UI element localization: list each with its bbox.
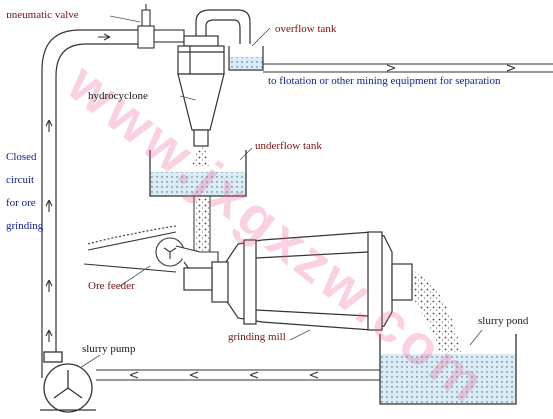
caption-line-2: circuit — [6, 174, 35, 186]
underflow-discharge — [193, 196, 211, 256]
flotation-label: to flotation or other mining equipment f… — [268, 75, 501, 87]
overflow-tank-label: overflow tank — [275, 23, 337, 35]
label-leaders — [79, 15, 483, 369]
pneumatic-valve-label: ɒneumatic valve — [6, 9, 79, 21]
hydrocyclone — [177, 35, 225, 147]
return-pipe — [41, 29, 138, 378]
overflow-tank — [228, 46, 264, 71]
caption-line-4: grinding — [6, 220, 44, 232]
grinding-mill-label: grinding mill — [228, 331, 286, 343]
mill-discharge-spray — [410, 270, 462, 352]
slurry-pump — [40, 351, 96, 413]
pond-return-pipe — [96, 369, 380, 381]
overflow-pipe — [195, 9, 251, 44]
hydrocyclone-label: hydrocyclone — [88, 90, 148, 102]
grinding-mill — [183, 231, 413, 331]
caption-line-3: for ore — [6, 197, 36, 209]
return-flow-arrows — [45, 33, 111, 342]
underflow-spray — [192, 146, 210, 166]
ore-feeder-label: Ore feeder — [88, 280, 135, 292]
closed-circuit-caption: Closed circuit for ore grinding — [6, 146, 43, 238]
flotation-outlet — [263, 63, 553, 73]
underflow-tank — [149, 150, 247, 197]
pneumatic-valve — [137, 4, 185, 49]
slurry-pond — [379, 334, 517, 405]
slurry-pond-label: slurry pond — [478, 315, 529, 327]
caption-line-1: Closed — [6, 151, 37, 163]
slurry-pump-label: slurry pump — [82, 343, 136, 355]
underflow-tank-label: underflow tank — [255, 140, 322, 152]
